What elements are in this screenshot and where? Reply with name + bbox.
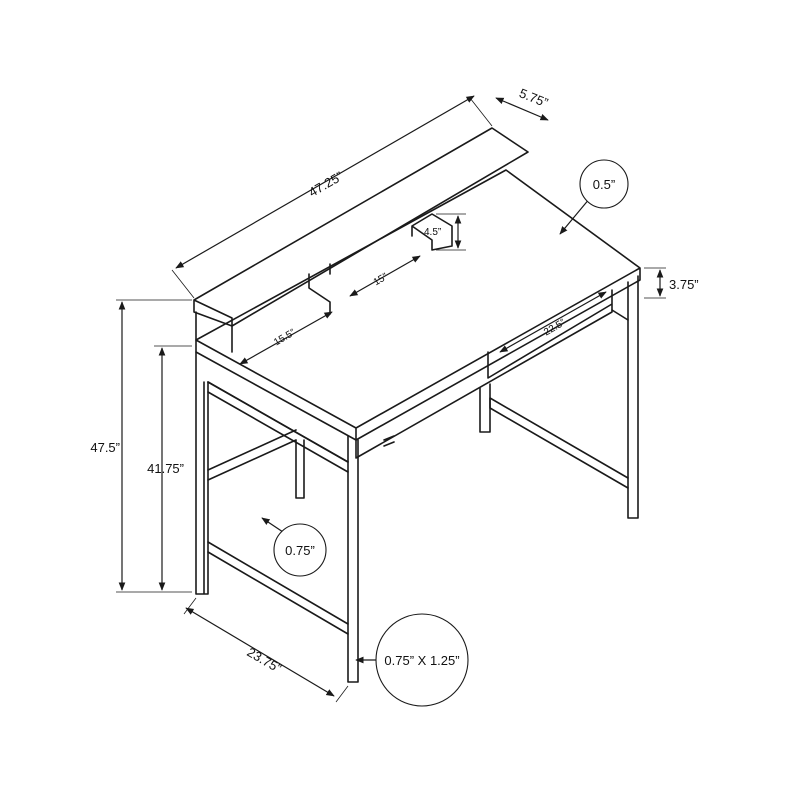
callout-top-thickness-circle — [579, 159, 629, 209]
hutch-shelf — [193, 127, 529, 327]
label-desk-height: 41.75” — [147, 461, 184, 476]
desk-apron — [355, 289, 613, 459]
label-shelf-width: 47.25” — [306, 168, 345, 199]
desk-illustration — [193, 127, 641, 683]
right-side-frame — [489, 397, 629, 489]
label-riser-spacing: 15” — [372, 271, 390, 288]
rear-inner-leg — [479, 383, 491, 433]
left-side-frame — [207, 381, 349, 635]
label-apron-height: 3.75” — [669, 277, 699, 292]
label-total-height: 47.5” — [90, 440, 120, 455]
right-front-leg — [347, 435, 359, 683]
label-riser-offset: 15.5” — [272, 327, 297, 348]
label-shelf-depth: 5.75” — [517, 85, 550, 110]
label-riser-height: 4.5” — [424, 227, 441, 238]
right-back-leg — [627, 275, 639, 519]
label-top-thickness: 0.5” — [593, 177, 615, 192]
label-desk-depth: 23.75” — [245, 644, 284, 675]
desk-top — [195, 169, 641, 441]
label-leg-size: 0.75” X 1.25” — [384, 653, 459, 668]
left-front-leg — [195, 351, 209, 595]
side-top-rails — [207, 309, 629, 463]
label-bar-thickness: 0.75” — [285, 543, 315, 558]
callout-leg-size-circle — [375, 613, 469, 707]
dimension-lines — [116, 95, 666, 703]
callout-bar-thickness-circle — [273, 523, 327, 577]
